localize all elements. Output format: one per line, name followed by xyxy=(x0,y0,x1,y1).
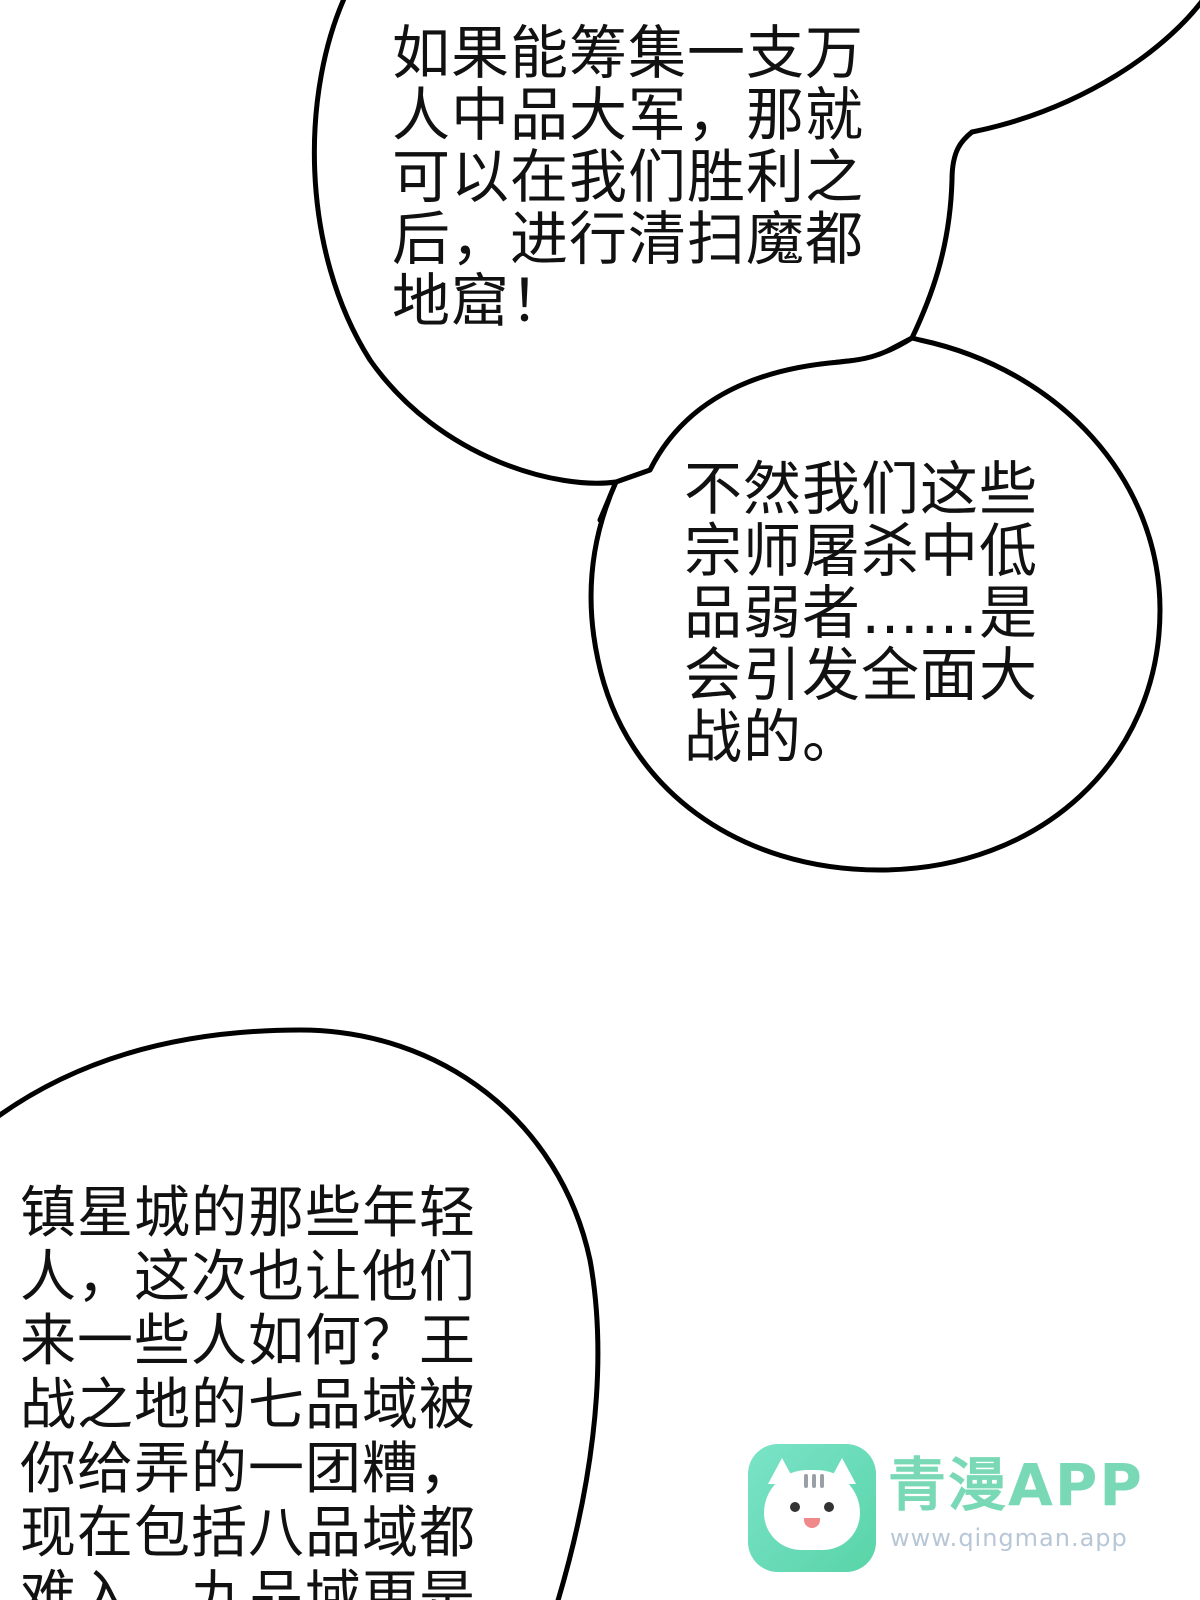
speech-bubble-2-text: 不然我们这些 宗师屠杀中低 品弱者……是 会引发全面大 战的。 xyxy=(684,455,1039,771)
cat-eye-left xyxy=(790,1502,800,1512)
speech-bubble-3-text: 镇星城的那些年轻 人，这次也让他们 来一些人如何？王 战之地的七品域被 你给弄的… xyxy=(20,1181,476,1600)
watermark-title: 青漫APP xyxy=(888,1451,1144,1519)
cat-logo-icon xyxy=(748,1444,876,1572)
cat-mouth xyxy=(804,1518,820,1528)
speech-bubble-3-outline xyxy=(0,1027,601,1600)
cat-eye-right xyxy=(824,1502,834,1512)
watermark: 青漫APP www.qingman.app xyxy=(748,1444,1188,1594)
watermark-url: www.qingman.app xyxy=(890,1524,1128,1552)
speech-bubble-1-text: 如果能筹集一支万 人中品大军，那就 可以在我们胜利之 后，进行清扫魔都 地窟！ xyxy=(392,19,865,335)
cat-stripe xyxy=(820,1474,824,1488)
cat-stripe xyxy=(812,1474,816,1488)
speech-bubble-2-outline xyxy=(588,335,1163,873)
cat-stripe xyxy=(804,1474,808,1488)
